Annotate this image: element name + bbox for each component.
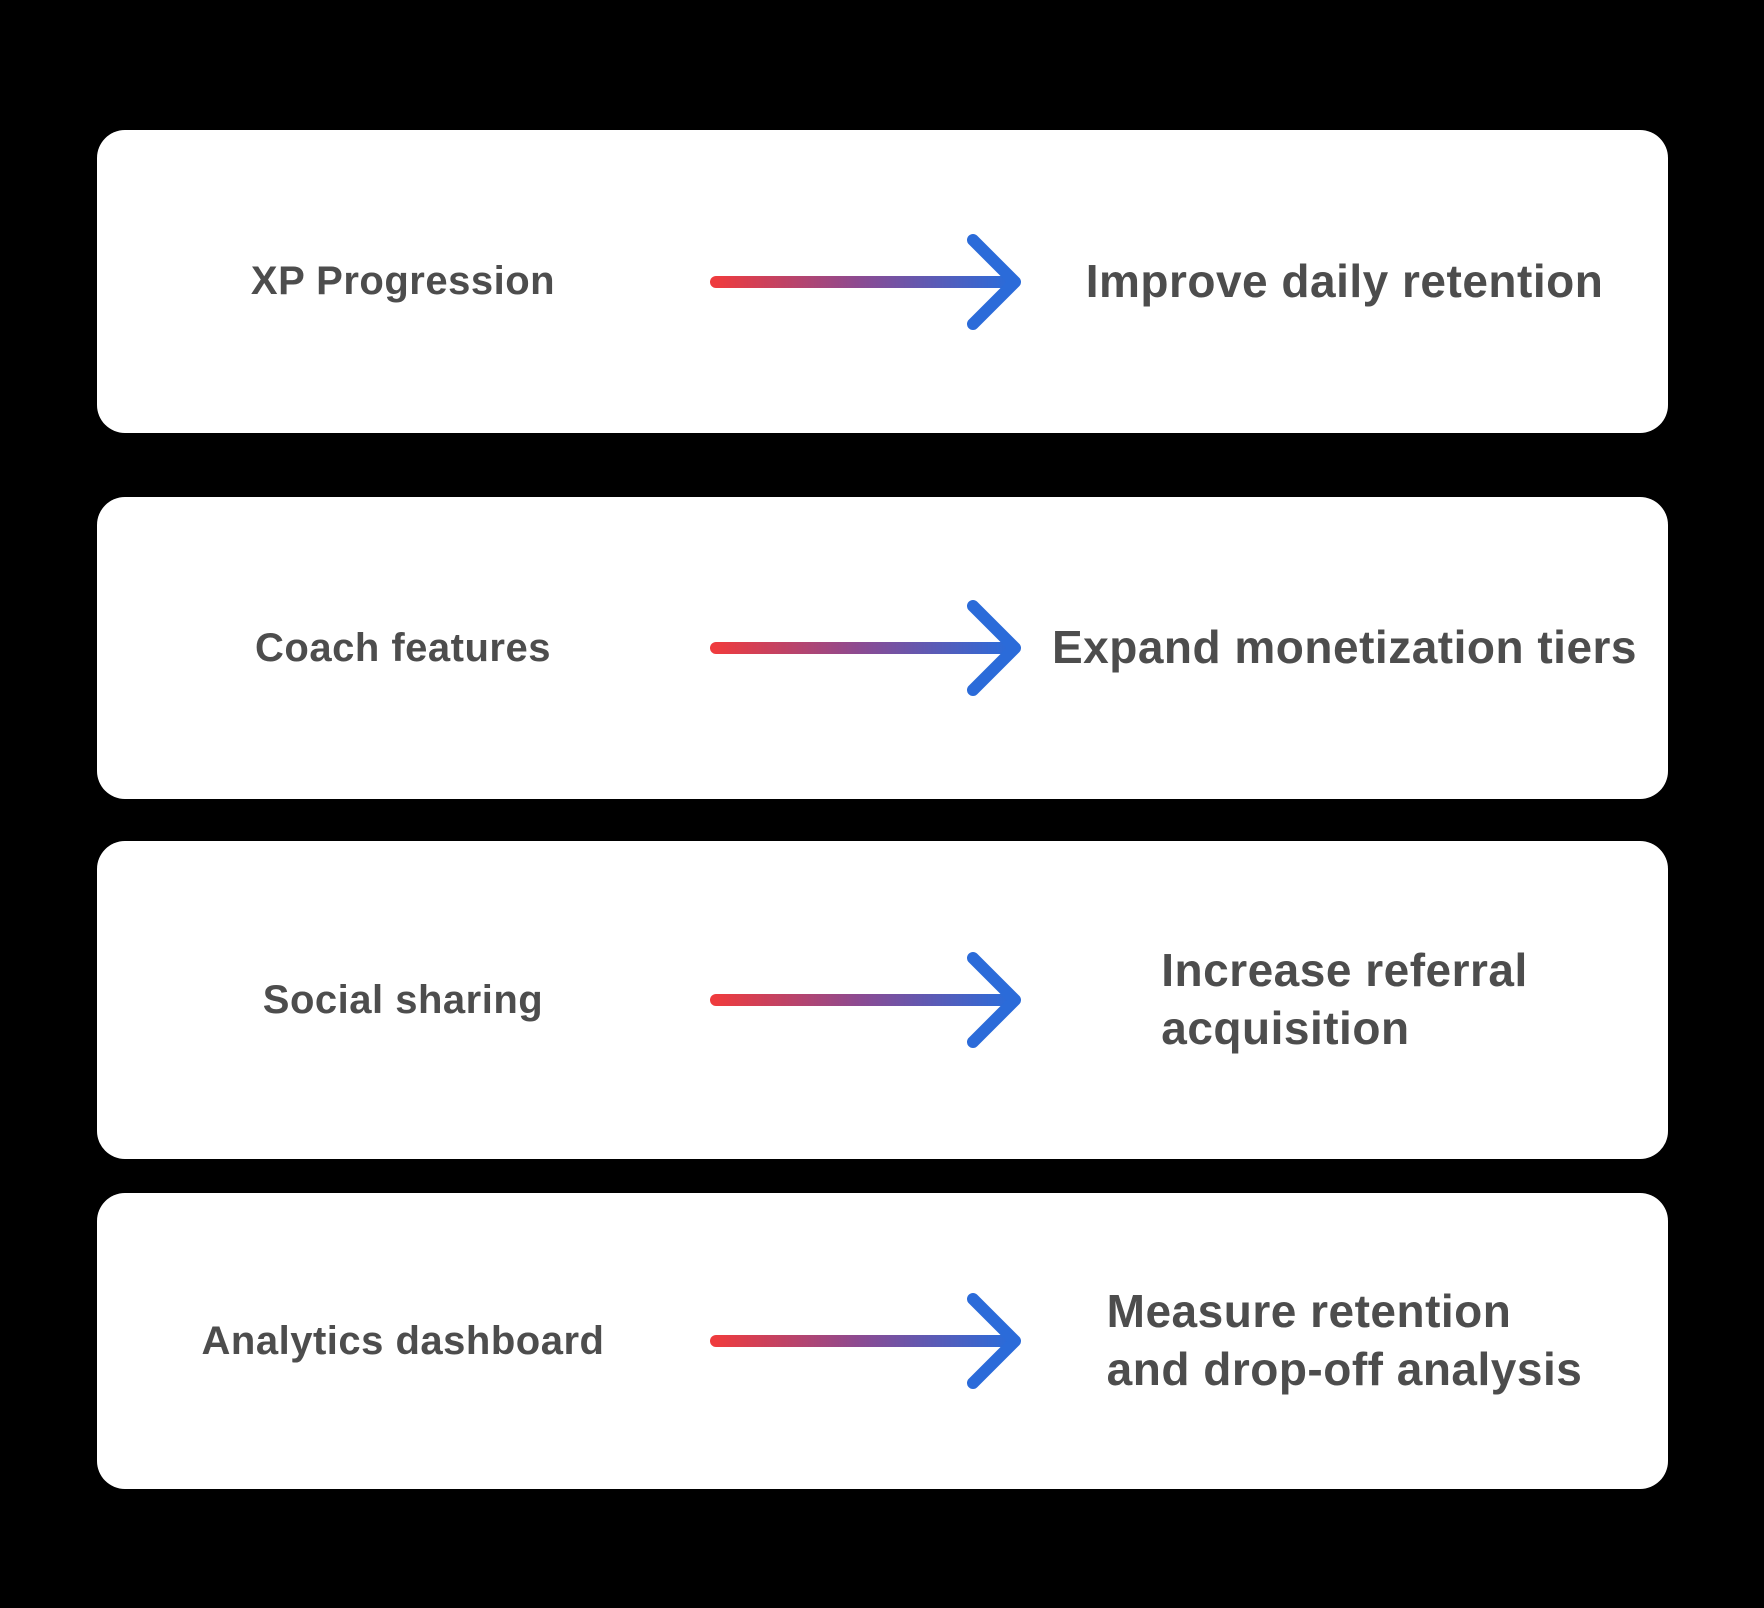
outcome-label: Expand monetization tiers — [1051, 621, 1638, 674]
feature-label: Coach features — [255, 625, 551, 670]
outcome-label-zone: Improve daily retention — [1022, 253, 1668, 311]
outcome-label: Improve daily retention — [1085, 254, 1604, 307]
feature-card-coach-features: Coach features Expand monetization tiers — [96, 497, 1668, 799]
arrow-head — [966, 233, 1021, 330]
arrow-right-icon — [709, 1293, 1021, 1389]
feature-label-zone: Social sharing — [97, 978, 710, 1023]
feature-label: Social sharing — [262, 977, 544, 1022]
arrow-zone — [709, 1291, 1022, 1391]
feature-label: Analytics dashboard — [201, 1318, 605, 1363]
arrow-head — [966, 952, 1021, 1048]
feature-card-xp-progression: XP Progression Improve daily retention — [96, 130, 1668, 433]
arrow-zone — [709, 232, 1022, 332]
outcome-label-zone: Expand monetization tiers — [1022, 619, 1668, 677]
feature-label: XP Progression — [250, 259, 556, 303]
arrow-right-icon — [709, 600, 1021, 696]
arrow-right-icon — [709, 952, 1021, 1048]
arrow-head — [966, 1293, 1021, 1389]
feature-label-zone: Coach features — [97, 626, 710, 671]
arrow-head — [966, 600, 1021, 696]
arrow-right-icon — [709, 233, 1021, 330]
feature-label-zone: XP Progression — [97, 259, 710, 304]
arrow-zone — [709, 598, 1022, 698]
arrow-zone — [709, 950, 1022, 1050]
feature-label-zone: Analytics dashboard — [97, 1319, 710, 1364]
